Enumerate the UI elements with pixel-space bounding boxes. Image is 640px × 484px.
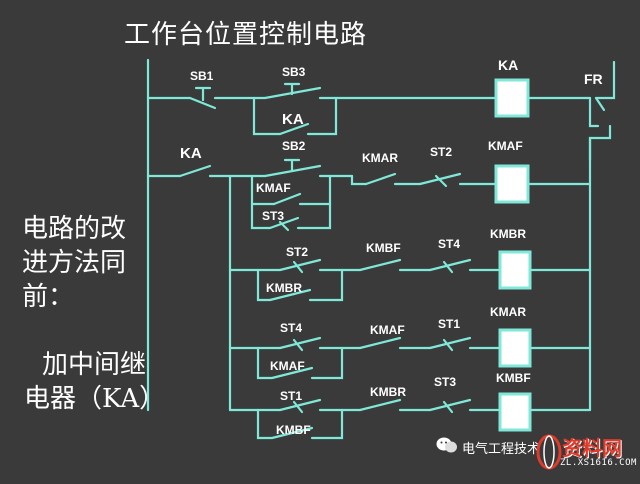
logo-text: 资料网 [562,436,622,460]
sb2-button [283,158,301,172]
side-note-line-4: 加中间继 [42,350,147,380]
kmbf-r3-contact [358,258,402,272]
label-kmbf-r3: KMBF [366,241,401,255]
label-kmar-coil: KMAR [490,305,526,319]
label-st3-hold: ST3 [262,209,284,223]
kmaf-coil [494,164,530,204]
st2-contact [418,172,462,188]
label-kmbr-r5: KMBR [370,385,406,399]
label-st1-r5: ST1 [280,389,302,403]
label-kmaf-r4: KMAF [370,323,405,337]
label-kmaf-hold2: KMAF [270,359,305,373]
kmbr-hold-contact [268,288,312,302]
sb3-button [283,82,301,96]
kmaf-hold-right [298,174,332,206]
fr-top [594,60,616,100]
label-sb2: SB2 [282,139,306,153]
label-kmaf-hold: KMAF [256,181,291,195]
wechat-icon [436,437,457,453]
label-st4-r4: ST4 [280,321,302,335]
st2-r3-contact [278,258,322,274]
fr-wire [588,96,600,128]
st3-r5-contact [428,398,472,414]
label-kmbf-coil: KMBF [496,371,531,385]
label-st3-r5: ST3 [434,375,456,389]
side-note-line-2: 进方法同 [22,248,127,278]
label-fr: FR [584,71,603,87]
logo-emblem-icon [536,434,562,470]
sb1-contact [188,96,217,110]
watermark-channel: 电气工程技术 [462,442,541,457]
label-st2-r3: ST2 [286,245,308,259]
contacts [178,82,472,440]
kmaf-hold2-left [256,346,274,380]
st3-hold-right [296,202,332,230]
kmaf-hold2-contact [270,366,314,380]
side-note-line-1: 电路的改 [22,214,127,244]
label-kmbr-coil: KMBR [490,227,526,241]
label-st4-r3: ST4 [438,237,460,251]
kmbf-hold-left [256,408,274,440]
st4-r4-contact [278,336,322,352]
ka-hold-contact [278,122,310,136]
label-ka-coil: KA [498,57,518,73]
kmaf-hold-contact [272,192,302,206]
kmbr-r5-contact [358,398,402,412]
label-sb3: SB3 [282,65,306,79]
kmbf-hold-right [310,408,344,440]
label-st2-r2: ST2 [430,145,452,159]
label-ka-hold: KA [282,111,304,128]
ka-hold-left [252,96,282,136]
rung2-wire-g [350,174,368,186]
label-kmaf-coil: KMAF [488,139,523,153]
fr-contact [588,124,612,162]
kmbf-coil [498,392,532,432]
label-st1-r4: ST1 [438,317,460,331]
ka-left-contact [178,164,212,178]
wiring [146,58,616,440]
kmaf-r4-contact [358,336,402,350]
sb1-button [194,86,212,102]
kmbr-hold-left [256,268,272,302]
kmbr-coil [498,250,532,290]
side-note-line-5: 电器（KA） [24,384,166,414]
logo-url-text: ZL.XS1616.COM [560,458,637,468]
kmaf-hold-left [250,174,272,230]
st4-r3-contact [428,258,472,274]
ka-coil [494,78,530,118]
coils [494,78,532,432]
site-logo: 资料网 ZL.XS1616.COM [536,432,636,476]
st3-hold-contact [268,216,300,232]
component-labels: SB1 SB3 KA FR KA KA SB2 KMAR ST2 KMAF KM… [180,57,603,437]
ka-hold-right [306,96,338,136]
side-note-line-3: 前： [22,282,75,312]
st1-r5-contact [278,398,322,414]
label-kmbf-hold: KMBF [276,423,311,437]
kmbf-hold-contact [270,426,314,440]
kmbr-hold-right [308,268,344,302]
sb2-contact [263,164,322,178]
label-sb1: SB1 [190,69,214,83]
kmaf-hold2-right [310,346,344,380]
label-kmar-r2: KMAR [362,151,398,165]
label-kmbr-hold: KMBR [266,281,302,295]
kmar-contact [364,172,397,186]
fr-diagonal [594,96,606,112]
label-ka-left: KA [180,145,202,162]
diagram-title: 工作台位置控制电路 [124,20,368,50]
kmar-coil [498,328,532,368]
st1-r4-contact [428,336,472,352]
